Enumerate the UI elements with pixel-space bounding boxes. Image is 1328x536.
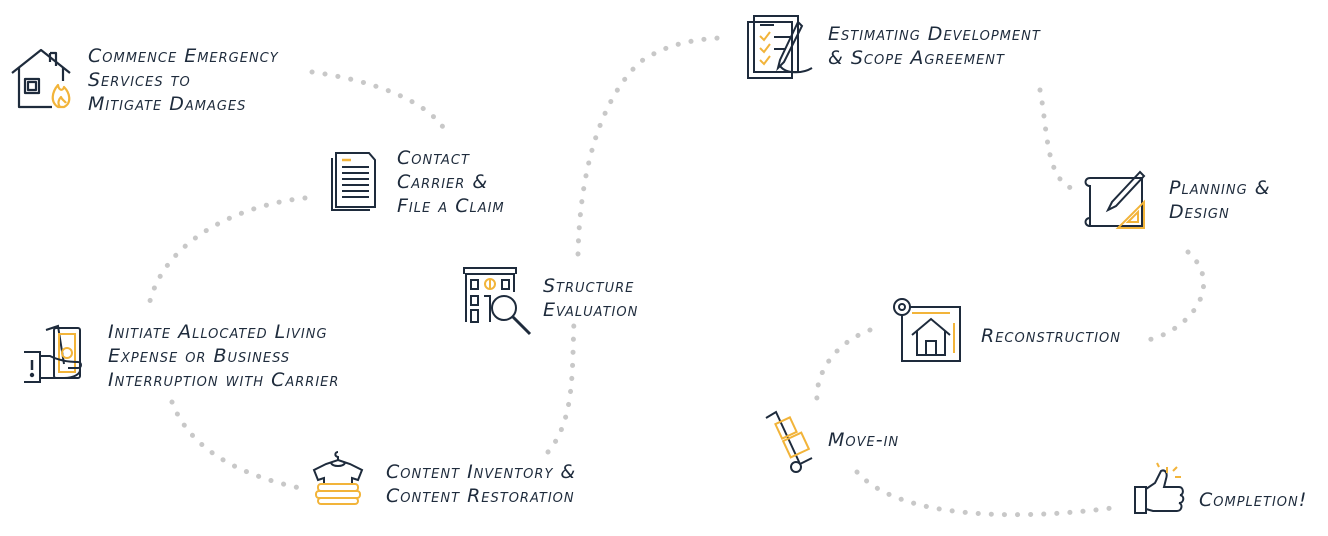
step-reconstruction-label: Reconstruction [981,324,1121,348]
step-contact-carrier-label: Contact Carrier & File a Claim [397,146,505,218]
label-line: & Scope Agreement [828,47,1005,69]
connector-4 [545,317,577,455]
label-line: Evaluation [543,299,639,321]
step-planning-label: Planning & Design [1169,176,1271,224]
label-line: Completion! [1199,489,1308,511]
connector-7 [1145,249,1207,343]
step-emergency-label: Commence Emergency Services to Mitigate … [88,44,279,116]
label-line: Initiate Allocated Living [108,321,328,343]
building-magnifier-icon [463,267,532,336]
label-line: Carrier & [397,171,489,193]
cash-hand-icon [24,324,82,383]
connector-paths [145,35,1207,518]
label-line: Commence Emergency [88,45,279,67]
connector-5 [575,35,721,257]
step-estimating-label: Estimating Development & Scope Agreement [828,22,1041,70]
connector-2 [145,195,308,313]
connector-3 [169,399,303,491]
step-structure-evaluation-label: Structure Evaluation [543,274,638,322]
label-line: Interruption with Carrier [108,369,340,391]
label-line: Content Inventory & [386,461,577,483]
label-line: Planning & [1169,177,1271,199]
label-line: Expense or Business [108,345,291,367]
label-line: Design [1169,201,1230,223]
blueprint-pencil-icon [1084,170,1146,229]
step-move-in-label: Move-in [828,428,899,452]
connector-6 [1037,87,1081,193]
label-line: Estimating Development [828,23,1041,45]
document-icon [331,152,376,211]
label-line: Services to [88,69,191,91]
house-blueprint-icon [893,298,961,362]
connector-1 [309,69,451,138]
connector-9 [854,469,1115,518]
label-line: Structure [543,275,635,297]
step-completion-label: Completion! [1199,488,1307,512]
label-line: Reconstruction [981,325,1121,347]
checklist-pen-icon [747,15,813,79]
step-living-expense-label: Initiate Allocated Living Expense or Bus… [108,320,339,392]
house-fire-icon [11,48,71,109]
step-content-inventory-label: Content Inventory & Content Restoration [386,460,576,508]
connector-8 [814,327,873,411]
label-line: Move-in [828,429,900,451]
thumbs-up-icon [1134,462,1185,514]
label-line: Mitigate Damages [88,93,247,115]
label-line: File a Claim [397,195,505,217]
label-line: Content Restoration [386,485,575,507]
hand-truck-icon [765,410,813,473]
clothing-stack-icon [312,451,364,505]
label-line: Contact [397,147,470,169]
